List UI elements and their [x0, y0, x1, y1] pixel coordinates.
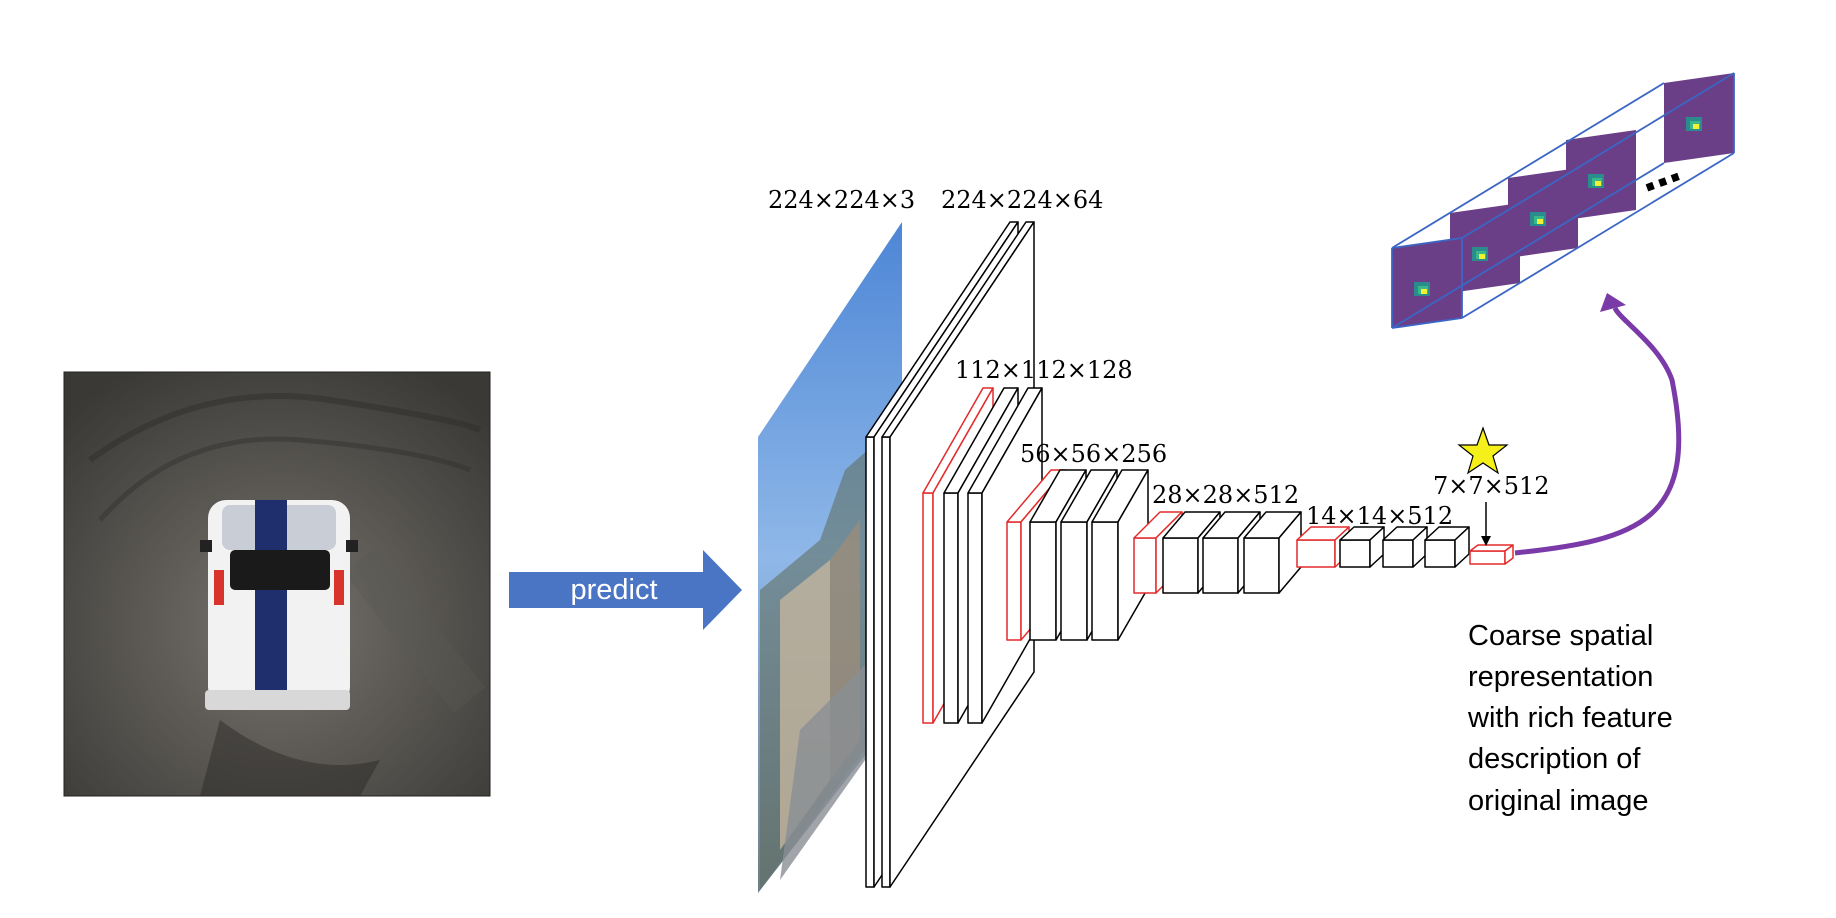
input-dim-label: 224×224×3 [768, 186, 915, 214]
caption-line-3: with rich feature [1467, 702, 1673, 734]
conv5-block-2 [1382, 526, 1428, 568]
network-blocks [865, 221, 1514, 888]
layer-dim-label-2: 112×112×128 [955, 356, 1133, 384]
feature-map-5 [1664, 73, 1734, 163]
caption-line-5: original image [1468, 785, 1649, 817]
feature-stack-frame [1391, 72, 1735, 329]
layer-dim-label-5: 14×14×512 [1306, 502, 1453, 530]
input-photo [63, 371, 491, 797]
feature-map-4 [1566, 130, 1636, 220]
feature-map-2 [1450, 203, 1520, 293]
conv3-block-3 [1091, 469, 1149, 641]
conv4-block-3 [1243, 511, 1302, 594]
caption-line-1: Coarse spatial [1468, 620, 1653, 652]
layer-dim-label-3: 56×56×256 [1020, 440, 1167, 468]
pool5-block [1469, 544, 1514, 565]
car-icon [200, 500, 358, 710]
feature-map-3 [1508, 168, 1578, 258]
feature-map-stack [1391, 72, 1735, 329]
layer-dim-label-6: 7×7×512 [1433, 472, 1550, 500]
caption-line-4: description of [1468, 743, 1641, 775]
predict-label: predict [570, 574, 657, 606]
layer-dim-label-1: 224×224×64 [941, 186, 1103, 214]
final-layer-pointer [1481, 502, 1491, 546]
predict-arrow: predict [509, 550, 742, 630]
conv5-block-1 [1339, 526, 1385, 568]
feature-map-1 [1392, 238, 1462, 328]
caption: Coarse spatial representation with rich … [1467, 620, 1673, 817]
conv5-block-3 [1424, 526, 1470, 568]
feature-link-arrow [1514, 293, 1682, 556]
caption-line-2: representation [1468, 661, 1653, 693]
star-icon [1457, 426, 1509, 475]
layer-dim-label-4: 28×28×512 [1152, 481, 1299, 509]
